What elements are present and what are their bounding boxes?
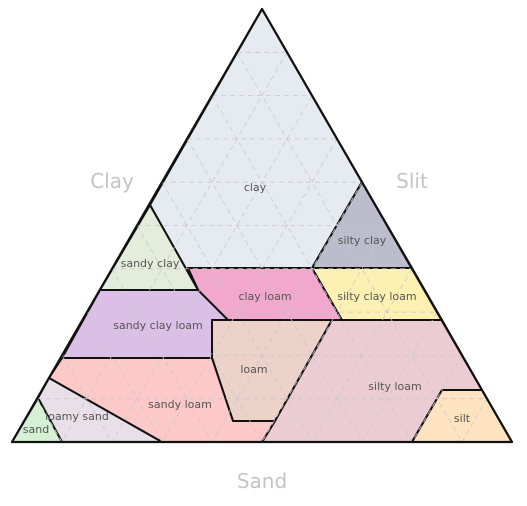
grid-line-l-8 [111, 95, 313, 443]
grid-line-l-9 [61, 52, 288, 443]
grid-line-r-9 [236, 52, 463, 443]
region-label-silty-loam: silty loam [368, 380, 421, 393]
grid-line-r-7 [186, 138, 363, 443]
grid-line-l-7 [161, 138, 338, 443]
region-label-sandy-loam: sandy loam [148, 398, 212, 411]
region-label-clay-loam: clay loam [238, 290, 291, 303]
axis-title-silt: Slit [396, 169, 428, 193]
axis-title-sand: Sand [237, 469, 287, 493]
region-label-loamy-sand: loamy sand [45, 410, 109, 423]
region-label-sand: sand [23, 423, 49, 436]
grid-line-r-5 [136, 225, 263, 443]
region-label-sandy-clay: sandy clay [121, 257, 180, 270]
region-label-loam: loam [240, 363, 267, 376]
grid-line-l-5 [261, 225, 388, 443]
region-label-sandy-clay-loam: sandy clay loam [113, 319, 203, 332]
grid-line-r-3 [86, 311, 163, 443]
labels-layer: clay sandy clay silty clay clay loam silty c… [23, 181, 471, 436]
triangle-outline [10, 7, 514, 444]
grid-layer [36, 51, 488, 443]
axis-title-clay: Clay [90, 169, 134, 193]
region-label-clay: clay [244, 181, 267, 194]
grid-line-r-8 [211, 95, 413, 443]
regions-layer [11, 8, 513, 443]
region-label-silty-clay-loam: silty clay loam [337, 290, 416, 303]
grid-line-l-3 [361, 311, 438, 443]
region-label-silty-clay: silty clay [338, 234, 387, 247]
region-label-silt: silt [454, 412, 471, 425]
